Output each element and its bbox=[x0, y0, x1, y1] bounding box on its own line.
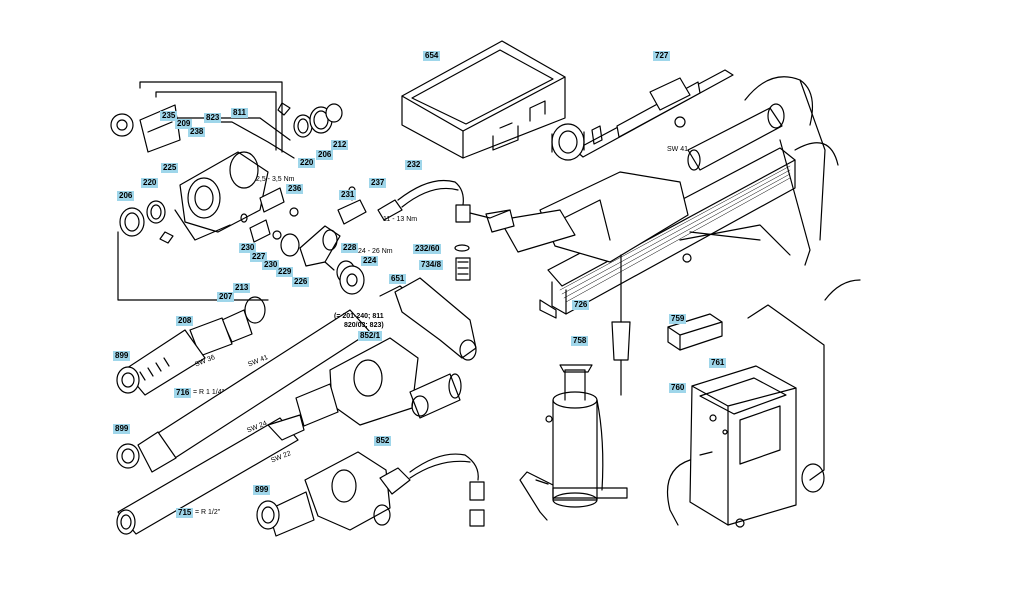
part-label: 209 bbox=[175, 119, 193, 129]
part-label: 734/8 bbox=[419, 260, 444, 270]
thread-size-label: = R 1/2" bbox=[195, 509, 221, 516]
part-label: 212 bbox=[331, 140, 349, 150]
part-label: 227 bbox=[250, 252, 268, 262]
compatibility-note: (= 201-240; 811 bbox=[334, 313, 384, 320]
part-label: 230 bbox=[239, 243, 257, 253]
part-label: 207 bbox=[217, 292, 235, 302]
part-label: 852/1 bbox=[358, 331, 383, 341]
part-label: 229 bbox=[276, 267, 294, 277]
torque-note: 24 - 26 Nm bbox=[358, 248, 393, 255]
water-tank-drawing bbox=[519, 364, 628, 521]
part-label: 235 bbox=[160, 111, 178, 121]
part-label: 232/60 bbox=[413, 244, 442, 254]
part-label: 811 bbox=[231, 108, 248, 118]
part-label: 238 bbox=[188, 127, 206, 137]
part-label: 899 bbox=[253, 485, 271, 495]
left-assembly-drawing bbox=[110, 81, 511, 537]
part-label: 761 bbox=[709, 358, 727, 368]
part-label: 228 bbox=[341, 243, 359, 253]
torque-note: 11 - 13 Nm bbox=[383, 216, 418, 223]
part-label: 206 bbox=[316, 150, 334, 160]
part-label: 727 bbox=[653, 51, 671, 61]
part-label: 899 bbox=[113, 351, 131, 361]
part-label: 225 bbox=[161, 163, 179, 173]
part-label: 226 bbox=[292, 277, 310, 287]
part-label: 654 bbox=[423, 51, 441, 61]
wrench-size-label: SW 41 bbox=[667, 146, 689, 153]
part-label: 715 bbox=[176, 508, 194, 518]
part-label: 220 bbox=[298, 158, 316, 168]
part-label: 237 bbox=[369, 178, 387, 188]
part-label: 220 bbox=[141, 178, 159, 188]
vacuum-drawing bbox=[666, 279, 861, 528]
part-label: 852 bbox=[374, 436, 392, 446]
thread-size-label: = R 1 1/4" bbox=[193, 389, 225, 396]
part-label: 758 bbox=[571, 336, 589, 346]
part-label: 224 bbox=[361, 256, 379, 266]
part-label: 899 bbox=[113, 424, 131, 434]
part-label: 651 bbox=[389, 274, 407, 284]
part-label: 726 bbox=[572, 300, 590, 310]
carry-case-drawing bbox=[401, 40, 566, 159]
part-label: 823 bbox=[204, 113, 222, 123]
part-label: 236 bbox=[286, 184, 304, 194]
torque-note: 2,5 - 3,5 Nm bbox=[256, 176, 295, 183]
column-extension-drawing bbox=[551, 69, 734, 161]
part-label: 206 bbox=[117, 191, 135, 201]
part-label: 759 bbox=[669, 314, 687, 324]
compatibility-note: 820/03; 823) bbox=[344, 322, 384, 329]
part-label: 230 bbox=[262, 260, 280, 270]
part-label: 208 bbox=[176, 316, 194, 326]
part-label: 760 bbox=[669, 383, 687, 393]
part-label: 716 bbox=[174, 388, 192, 398]
part-label: 231 bbox=[339, 190, 357, 200]
part-label: 232 bbox=[405, 160, 423, 170]
part-label: 213 bbox=[233, 283, 251, 293]
drill-rig-drawing bbox=[485, 76, 839, 396]
